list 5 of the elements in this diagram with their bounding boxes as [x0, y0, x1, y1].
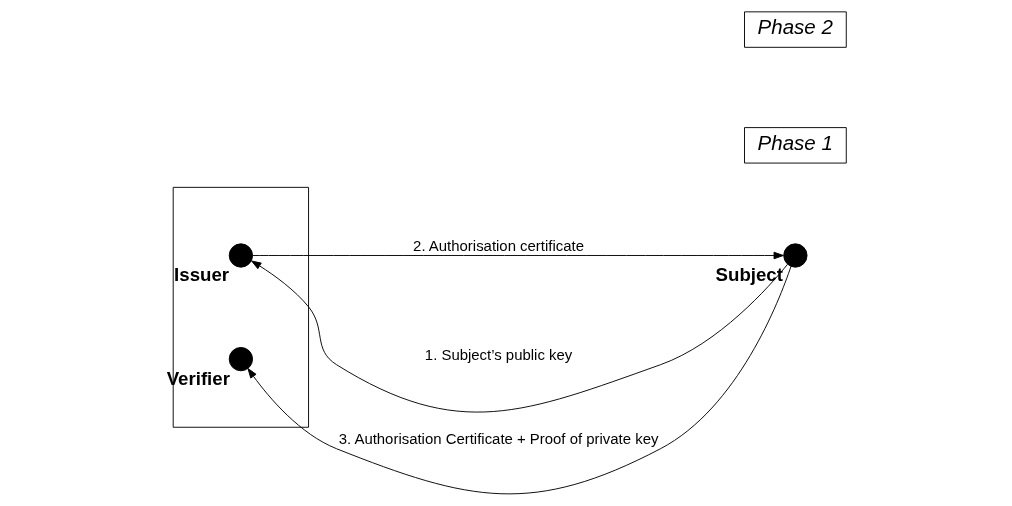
node-label: Subject	[715, 264, 783, 286]
node-label: Issuer	[174, 264, 230, 286]
edge-label: 1. Subject’s public key	[424, 345, 573, 363]
edge-label: 3. Authorisation Certificate + Proof of private key	[338, 429, 659, 447]
edge-label: 2. Authorisation certificate	[413, 236, 584, 254]
